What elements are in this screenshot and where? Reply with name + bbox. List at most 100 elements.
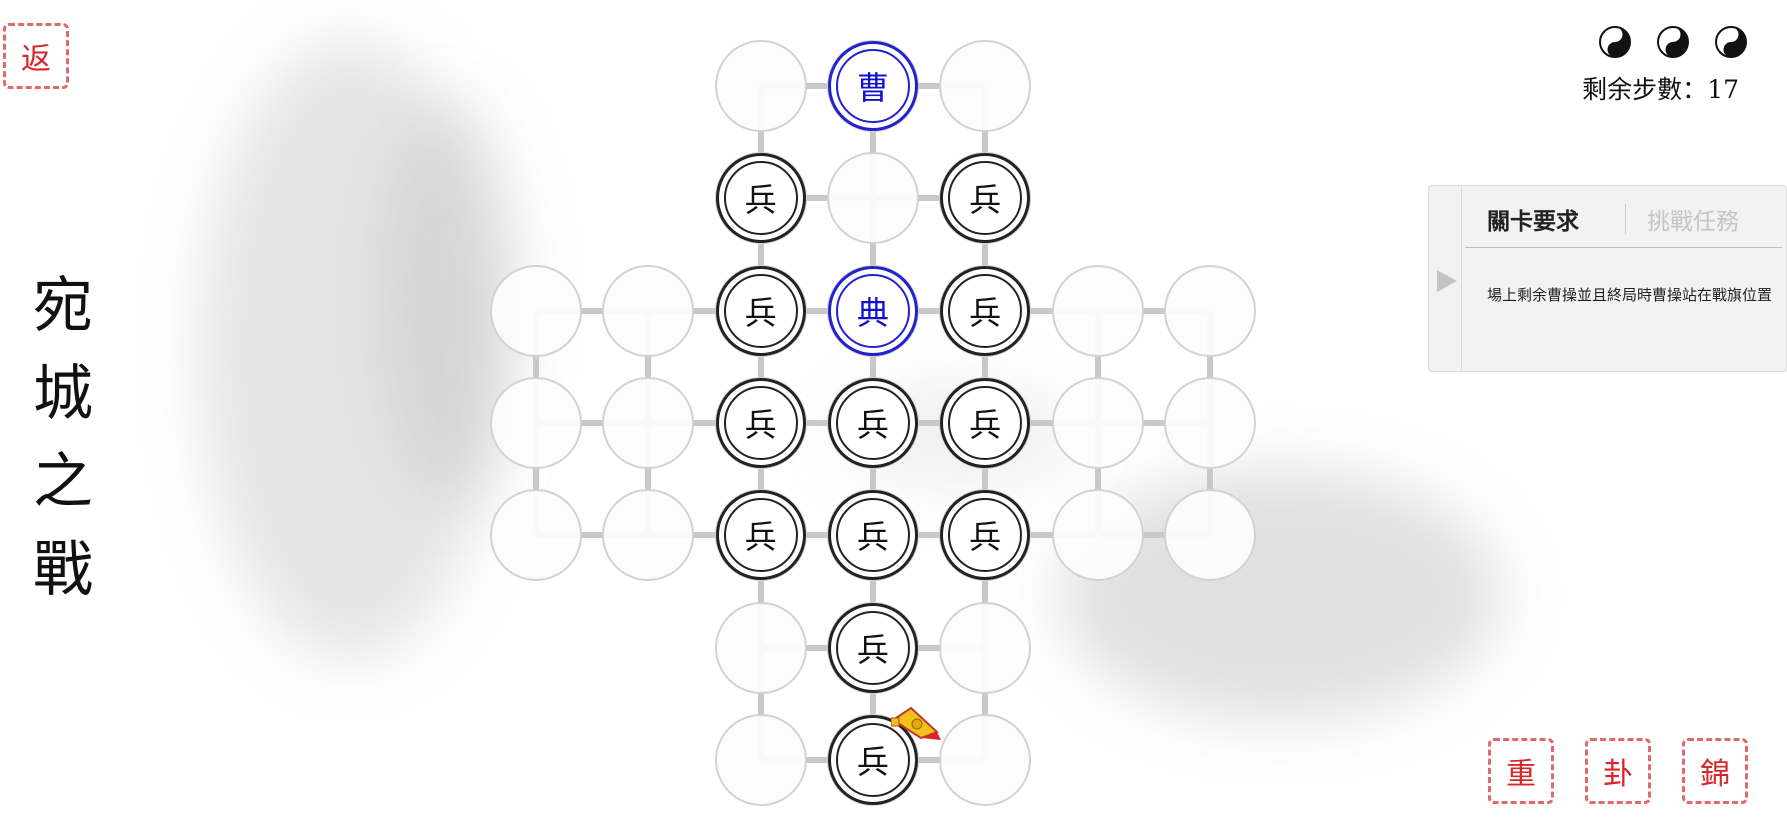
level-title-char: 戰: [33, 535, 93, 605]
board-line: [757, 535, 764, 648]
tips-button[interactable]: 錦: [1682, 738, 1748, 804]
board-line: [533, 310, 539, 423]
board-line: [869, 198, 876, 311]
board-line: [872, 307, 986, 314]
yin-yang-icon[interactable]: [1599, 26, 1631, 58]
board-line: [982, 647, 989, 760]
board-line: [982, 422, 989, 536]
soldier-piece[interactable]: 兵: [715, 490, 806, 581]
divination-button[interactable]: 卦: [1585, 738, 1651, 804]
enemy-general-piece[interactable]: 曹: [827, 41, 918, 131]
level-title: 宛 城 之 戰: [30, 262, 96, 614]
level-title-char: 之: [33, 447, 93, 517]
board-line: [760, 532, 873, 539]
soldier-piece[interactable]: 兵: [827, 714, 918, 805]
board-line: [536, 307, 649, 314]
soldier-piece[interactable]: 兵: [827, 377, 918, 468]
board-cell[interactable]: [490, 376, 582, 469]
board-line: [985, 419, 1098, 426]
soldier-piece[interactable]: 兵: [940, 265, 1031, 356]
steps-label: 剩余步數：: [1582, 75, 1708, 104]
panel-toggle[interactable]: [1429, 186, 1462, 371]
board-line: [982, 310, 989, 423]
board-line: [760, 83, 873, 89]
board-line: [869, 647, 876, 760]
board-line: [869, 535, 876, 648]
soldier-piece[interactable]: 兵: [715, 377, 806, 468]
board-cell[interactable]: [714, 713, 807, 806]
board-cell[interactable]: [714, 40, 807, 132]
tab-challenge-tasks[interactable]: 挑戰任務: [1647, 209, 1739, 235]
background-mountains: [200, 40, 500, 660]
restart-button[interactable]: 重: [1488, 738, 1554, 804]
board-line: [757, 422, 764, 536]
soldier-piece[interactable]: 兵: [940, 490, 1031, 581]
level-requirement-text: 場上剩余曹操並且終局時曹操站在戰旗位置: [1487, 286, 1773, 304]
board-cell[interactable]: [1051, 489, 1144, 582]
back-button[interactable]: 返: [3, 23, 69, 89]
board-line: [760, 756, 873, 763]
board-line: [985, 532, 1098, 539]
board-line: [536, 419, 649, 426]
board-line: [645, 422, 652, 536]
board-cell[interactable]: [1163, 489, 1256, 582]
board-line: [869, 86, 876, 199]
board-line: [760, 419, 873, 426]
board-cell[interactable]: [490, 489, 582, 582]
soldier-piece[interactable]: 兵: [940, 153, 1031, 244]
board-line: [1206, 422, 1213, 536]
board-line: [872, 756, 986, 763]
play-triangle-icon: [1437, 270, 1457, 292]
board-cell[interactable]: [939, 601, 1032, 694]
battle-flag-icon: [890, 706, 941, 740]
board-cell[interactable]: [939, 40, 1032, 132]
board-cell[interactable]: [826, 152, 919, 245]
board-line: [1094, 310, 1101, 423]
soldier-piece[interactable]: 兵: [827, 602, 918, 693]
board-line: [872, 532, 986, 539]
board-cell[interactable]: [602, 489, 695, 582]
soldier-piece[interactable]: 兵: [715, 265, 806, 356]
board-line: [1206, 310, 1213, 423]
board-line: [982, 198, 989, 311]
soldier-piece[interactable]: 兵: [827, 490, 918, 581]
board-cell[interactable]: [602, 264, 695, 357]
remaining-steps: 剩余步數：17: [1582, 70, 1739, 106]
board-line: [1097, 307, 1210, 314]
board-line: [869, 310, 876, 423]
hint-icons: [1599, 26, 1747, 58]
board-line: [760, 195, 873, 202]
board-line: [872, 83, 986, 89]
board-line: [648, 419, 761, 426]
board-cell[interactable]: [1163, 264, 1256, 357]
soldier-piece[interactable]: 兵: [715, 153, 806, 244]
soldier-piece[interactable]: 兵: [940, 377, 1031, 468]
tab-level-requirements[interactable]: 關卡要求: [1487, 208, 1579, 235]
board-line: [1097, 532, 1210, 539]
board-line: [648, 532, 761, 539]
board-cell[interactable]: [939, 713, 1032, 806]
board-line: [645, 310, 652, 423]
board-line: [760, 307, 873, 314]
board-line: [757, 647, 764, 760]
board-line: [757, 310, 764, 423]
yin-yang-icon[interactable]: [1715, 26, 1747, 58]
board-cell[interactable]: [714, 601, 807, 694]
board-cell[interactable]: [1163, 376, 1256, 469]
board-cell[interactable]: [1051, 376, 1144, 469]
board-line: [872, 195, 986, 202]
panel-divider: [1465, 247, 1782, 248]
yin-yang-icon[interactable]: [1657, 26, 1689, 58]
enemy-general-piece[interactable]: 典: [827, 265, 918, 356]
board-line: [533, 422, 539, 536]
board-line: [985, 307, 1098, 314]
board-line: [536, 532, 649, 539]
board-line: [872, 419, 986, 426]
board-cell[interactable]: [602, 376, 695, 469]
level-title-char: 城: [33, 359, 93, 429]
board-cell[interactable]: [1051, 264, 1144, 357]
board-line: [648, 307, 761, 314]
board-line: [982, 86, 989, 199]
board-cell[interactable]: [490, 264, 582, 357]
